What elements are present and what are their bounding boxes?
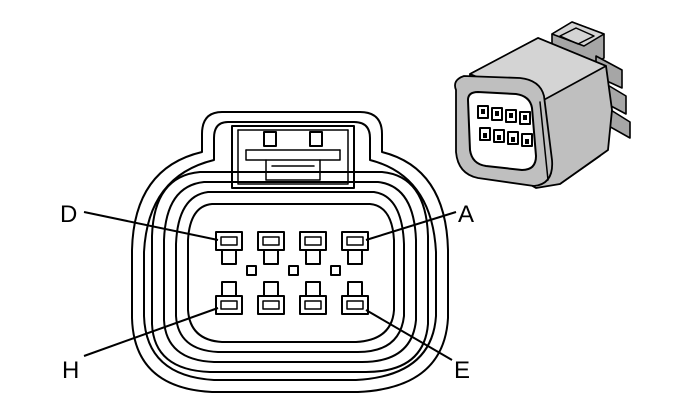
leader-line-d <box>83 211 219 241</box>
callout-label-h: H <box>62 357 79 384</box>
latch-tab <box>237 129 349 185</box>
callout-label-a: A <box>458 201 474 228</box>
terminal-cavity <box>299 281 327 315</box>
terminal-cavity <box>299 231 327 265</box>
terminal-cavity <box>341 281 369 315</box>
terminal-cavity <box>341 231 369 265</box>
terminal-face <box>187 203 395 343</box>
terminal-cavity <box>215 231 243 265</box>
iso-cavities <box>477 105 533 147</box>
seal-ring-middle <box>163 181 417 363</box>
callout-label-e: E <box>454 357 470 384</box>
connector-face-view <box>131 111 449 393</box>
latch-well <box>231 125 355 189</box>
terminal-cavity <box>257 231 285 265</box>
callouts: D A H E <box>60 201 474 384</box>
cavity-row-top <box>215 231 369 265</box>
cavity-row-bottom <box>215 281 369 315</box>
leader-line-h <box>83 307 219 357</box>
seal-ring-outer <box>151 171 429 373</box>
seal-ring-inner <box>175 191 405 353</box>
connector-isometric-view <box>454 21 631 189</box>
callout-label-d: D <box>60 201 77 228</box>
leader-line-a <box>365 211 457 241</box>
housing-outer-outline <box>131 111 449 393</box>
terminal-cavity <box>257 281 285 315</box>
index-marks <box>246 265 341 276</box>
terminal-cavity <box>215 281 243 315</box>
housing-contour-2 <box>143 121 437 381</box>
leader-line-e <box>365 309 453 361</box>
